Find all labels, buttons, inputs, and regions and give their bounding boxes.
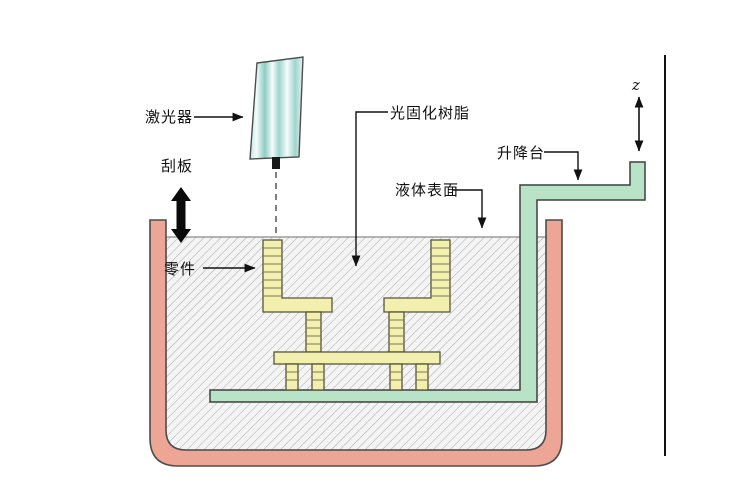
laser-device — [249, 56, 304, 160]
label-scraper: 刮板 — [161, 157, 194, 175]
part-leg — [311, 363, 325, 391]
elevator-platform — [209, 161, 646, 403]
laser-nozzle — [272, 157, 280, 169]
part-right-step — [383, 239, 451, 313]
label-part: 零件 — [164, 260, 197, 278]
liquid-resin — [165, 236, 547, 451]
elevator-leader-arrow — [544, 151, 583, 181]
part-leg — [415, 363, 429, 391]
part-leg — [389, 363, 403, 391]
part-platform-bar — [273, 351, 441, 365]
part-left-step — [262, 239, 333, 313]
label-elevator: 升降台 — [497, 144, 546, 162]
label-z-axis: z — [632, 76, 640, 94]
part-layer-lines — [263, 247, 450, 381]
part-leg — [285, 363, 299, 391]
part-right-column — [388, 311, 405, 353]
scraper-arrow — [171, 187, 191, 243]
label-resin: 光固化树脂 — [390, 104, 471, 122]
printed-part — [262, 239, 451, 391]
label-laser: 激光器 — [145, 108, 194, 126]
resin-leader-arrow — [351, 111, 388, 267]
part-left-column — [305, 311, 322, 353]
label-liquid-surface: 液体表面 — [395, 181, 460, 199]
resin-tank — [149, 219, 563, 467]
liquid-surface-leader-arrow — [452, 189, 487, 229]
